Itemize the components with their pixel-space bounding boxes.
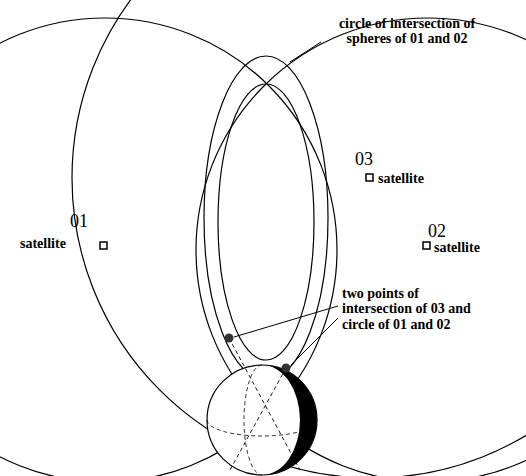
leader-lines bbox=[234, 42, 338, 365]
callout-note: circle of intersection of spheres of 01 … bbox=[322, 16, 492, 47]
intersection-circle-inner bbox=[218, 84, 314, 360]
satellite-number: 02 bbox=[428, 222, 446, 242]
position-rays bbox=[229, 338, 300, 470]
sphere-02 bbox=[196, 18, 526, 476]
satellite-label: satellite bbox=[20, 236, 66, 251]
satellite-label: satellite bbox=[378, 171, 424, 186]
satellite-number: 03 bbox=[355, 150, 373, 170]
callout-note: two points of intersection of 03 and cir… bbox=[342, 286, 492, 332]
intersection-points bbox=[225, 334, 291, 373]
intersection-circle-outer bbox=[204, 56, 328, 380]
sphere-01 bbox=[0, 18, 337, 476]
sphere-03 bbox=[72, 0, 526, 476]
satellite-number: 01 bbox=[70, 212, 88, 232]
earth bbox=[207, 365, 317, 475]
satellite-label: satellite bbox=[434, 240, 480, 255]
